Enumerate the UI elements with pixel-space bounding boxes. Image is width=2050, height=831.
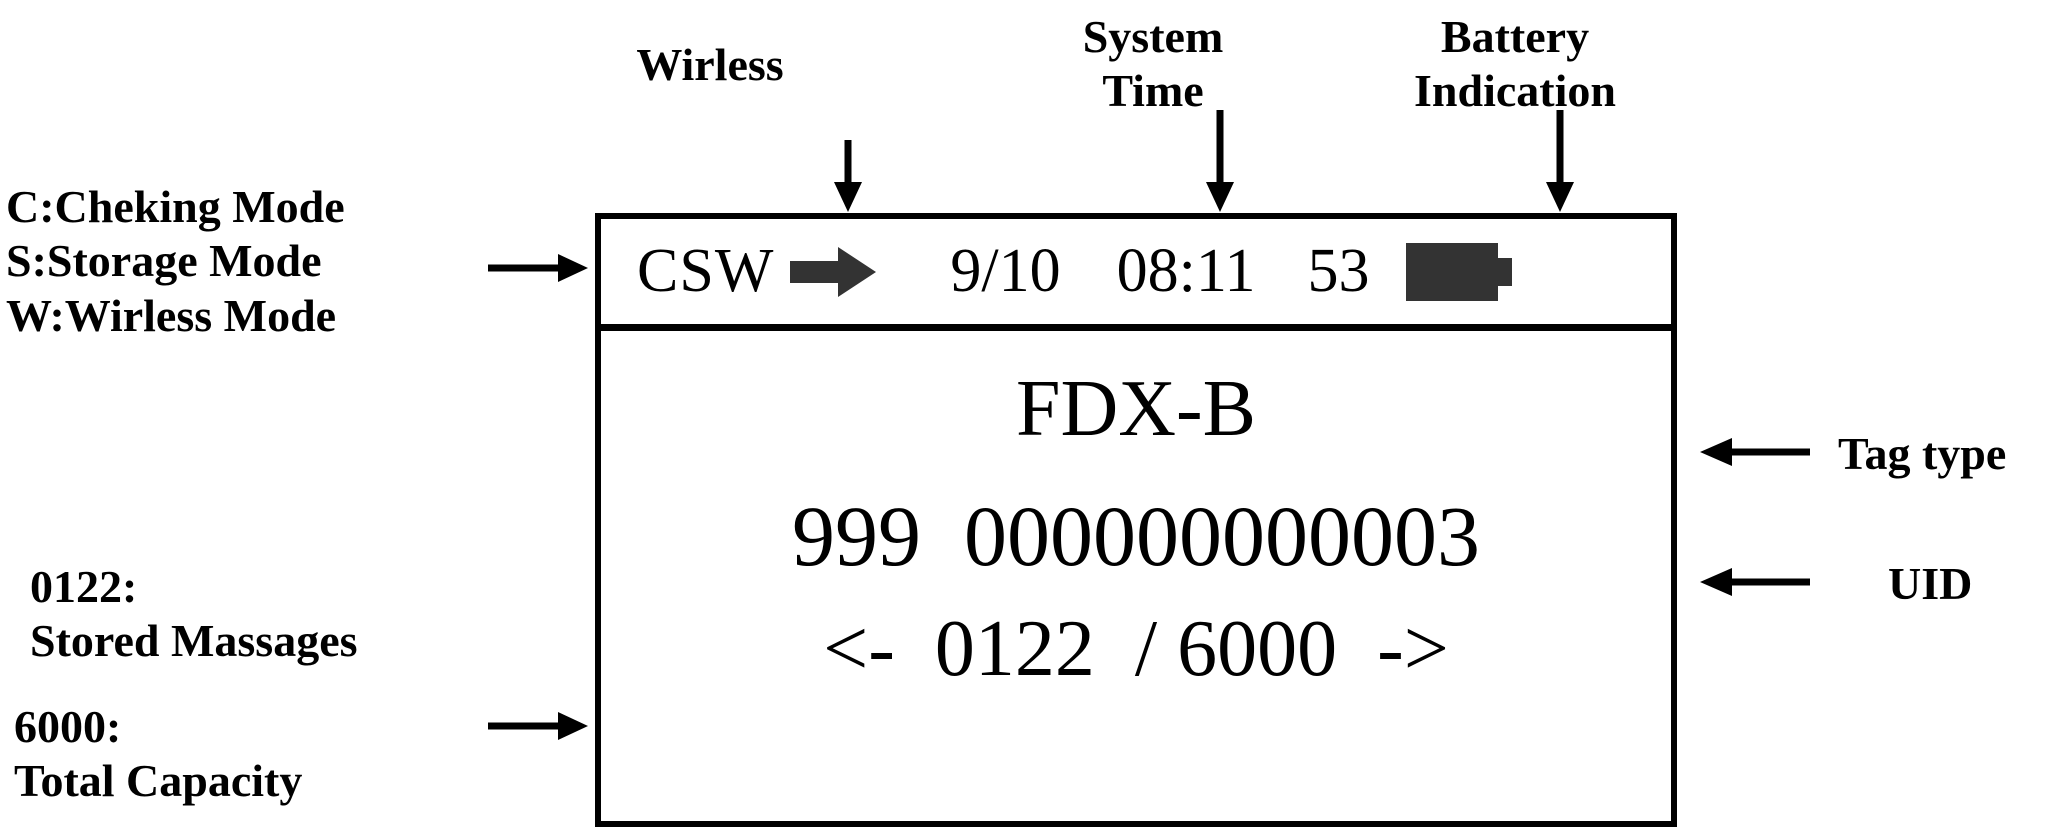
annotation-system-time: System Time [1082,11,1224,117]
status-mode-label: CSW [637,237,775,305]
annotation-wireless: Wirless [636,39,784,90]
pointer-arrow-uid [1700,562,1810,602]
battery-icon [1405,242,1512,301]
status-bar: CSW 9/10 08:11 53 [601,219,1671,331]
pointer-arrow-tag-type [1700,432,1810,472]
pointer-arrow-battery [1540,110,1580,212]
status-date: 9/10 [950,237,1061,305]
screen-uid: 999 000000000003 [792,488,1480,584]
annotation-battery-indication: Battery Indication [1414,11,1616,117]
annotation-uid: UID [1888,558,1973,609]
wireless-arrow-icon [790,245,877,299]
status-seconds: 53 [1307,237,1370,305]
status-time: 08:11 [1116,237,1256,305]
screen-body: FDX-B 999 000000000003 <- 0122 / 6000 -> [601,331,1671,821]
annotation-tag-type: Tag type [1838,428,2007,479]
screen-tag-type: FDX-B [1015,365,1257,453]
device-screen: CSW 9/10 08:11 53 FDX-B 999 000000000003… [595,213,1677,827]
annotation-total-capacity: 6000: Total Capacity [14,701,303,807]
pointer-arrow-wireless [828,140,868,212]
annotation-stored-messages: 0122: Stored Massages [30,561,358,667]
pointer-arrow-capacity [488,706,588,746]
annotation-modes: C:Cheking Mode S:Storage Mode W:Wirless … [6,181,345,341]
pointer-arrow-system-time [1200,110,1240,212]
screen-record-counter: <- 0122 / 6000 -> [823,605,1449,693]
pointer-arrow-modes [488,248,588,288]
